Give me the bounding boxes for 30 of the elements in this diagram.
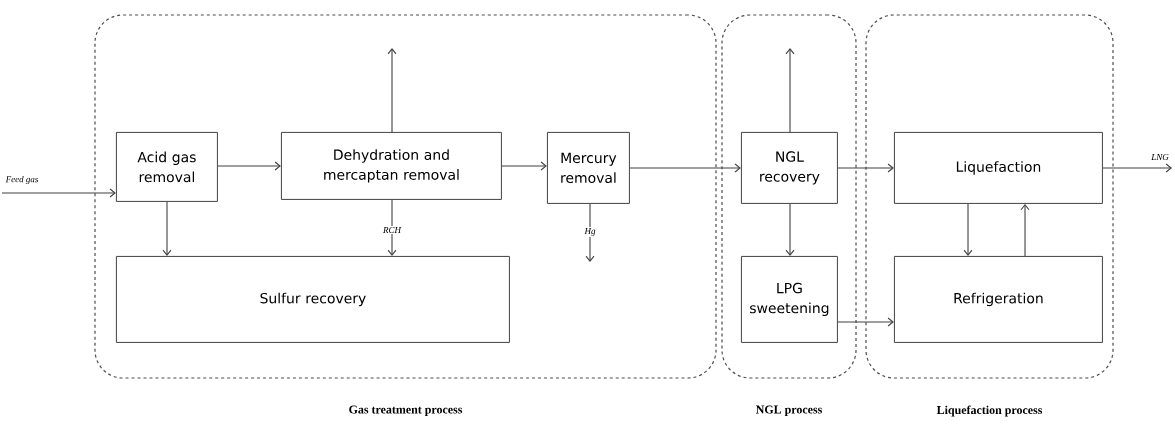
arrow bbox=[1, 188, 116, 198]
edge-label: LNG bbox=[1150, 153, 1170, 161]
edge-label: RCH bbox=[382, 226, 402, 234]
edge-label: Hg bbox=[583, 227, 597, 237]
edge-label: Feed gas bbox=[4, 174, 40, 186]
arrow bbox=[387, 48, 397, 133]
arrow bbox=[837, 317, 894, 327]
region-heading: Gas treatment process bbox=[349, 405, 463, 416]
arrow bbox=[963, 203, 973, 256]
region-heading: NGL process bbox=[756, 405, 822, 416]
process-box: LPG sweetening bbox=[740, 255, 838, 343]
arrow bbox=[785, 203, 795, 256]
arrow bbox=[785, 48, 795, 133]
region-heading: Liquefaction process bbox=[936, 405, 1043, 417]
arrow bbox=[629, 163, 741, 173]
arrow bbox=[387, 199, 397, 256]
arrow bbox=[1102, 163, 1173, 173]
arrow bbox=[837, 163, 894, 173]
arrow bbox=[162, 201, 172, 256]
process-box: Sulfur recovery bbox=[115, 255, 510, 343]
process-box: Acid gas removal bbox=[115, 131, 218, 202]
arrow bbox=[217, 161, 281, 171]
arrow bbox=[501, 161, 547, 171]
arrow bbox=[585, 203, 595, 262]
process-box: NGL recovery bbox=[740, 131, 838, 204]
process-box: Dehydration and mercaptan removal bbox=[280, 131, 502, 200]
arrow bbox=[1020, 203, 1030, 257]
process-box: Refrigeration bbox=[893, 255, 1103, 343]
process-box: Mercury removal bbox=[546, 131, 630, 204]
process-box: Liquefaction bbox=[893, 131, 1103, 204]
